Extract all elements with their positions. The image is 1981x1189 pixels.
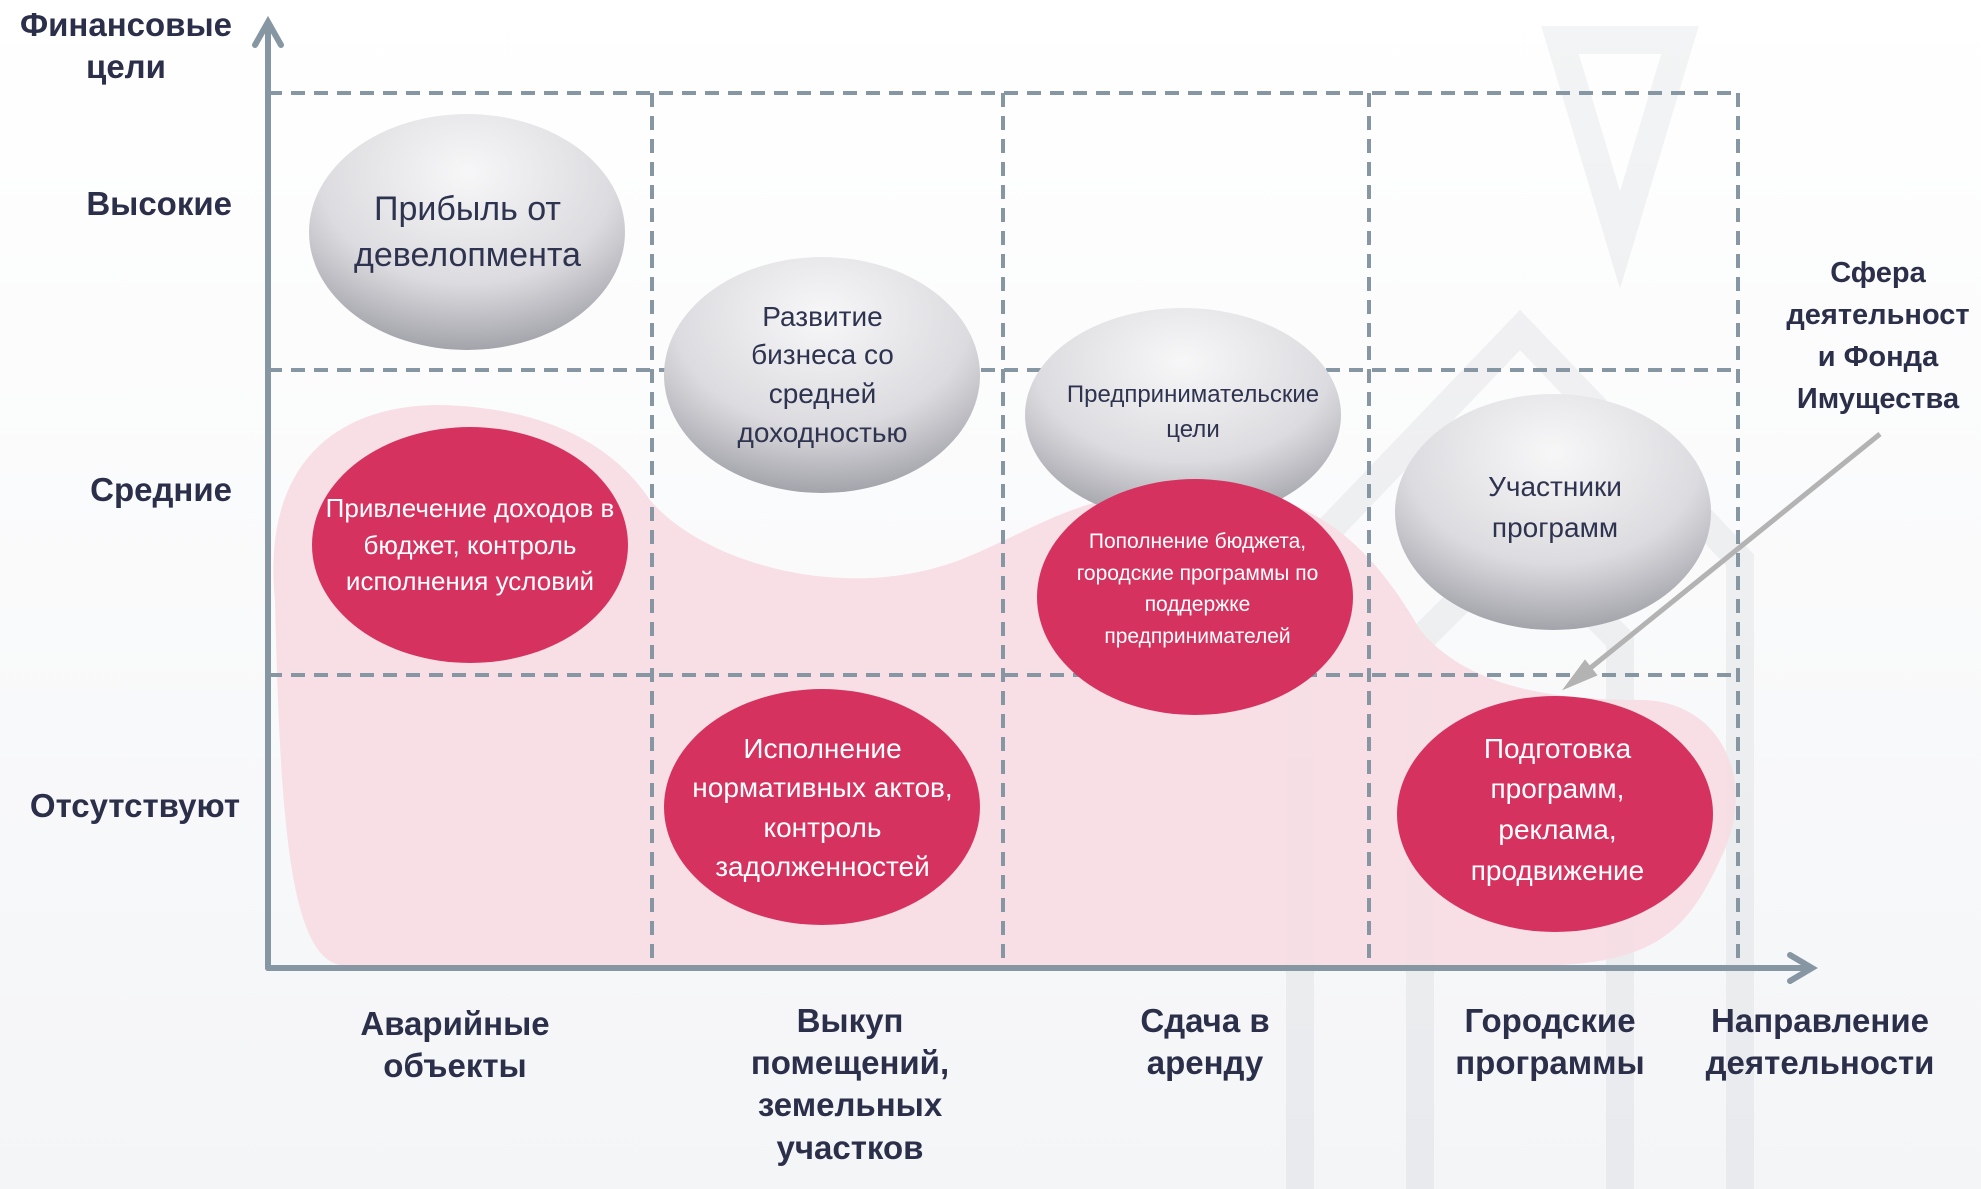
y-level-none: Отсутствуют <box>29 787 240 824</box>
bubble-programs-preparation-text: Подготовка программ, реклама, продвижени… <box>1470 732 1645 886</box>
bubble-budget-replenishment-text: Пополнение бюджета, городские программы … <box>1076 530 1319 648</box>
bubble-business-development <box>664 257 980 493</box>
bubble-normative-acts <box>664 689 980 925</box>
callout-arrow <box>1562 432 1882 691</box>
fund-sphere-label: Сфера деятельност и Фонда Имущества <box>1786 257 1970 416</box>
bubble-budget-income <box>312 427 628 663</box>
y-axis-arrowhead <box>252 15 284 48</box>
y-level-high: Высокие <box>86 185 232 222</box>
x-category-city-programs: Городские программы <box>1455 1002 1645 1082</box>
y-level-medium: Средние <box>90 471 232 508</box>
bubble-program-participants <box>1395 394 1711 630</box>
x-axis-title: Направление деятельности <box>1705 1002 1935 1082</box>
x-category-rent: Сдача в аренду <box>1140 1002 1270 1082</box>
bubble-profit-development <box>309 114 625 350</box>
x-axis-arrowhead <box>1787 952 1818 984</box>
fund-sphere-region <box>273 405 1736 965</box>
y-axis-title: Финансовые цели <box>19 6 232 86</box>
bubble-entrepreneurial-goals <box>1025 308 1341 522</box>
x-category-emergency: Аварийные объекты <box>360 1005 550 1085</box>
grid-lines <box>268 91 1740 968</box>
bubble-budget-replenishment <box>1037 479 1353 715</box>
bubble-entrepreneurial-goals-text: Предпринимательские цели <box>1066 380 1320 443</box>
bubble-budget-income-text: Привлечение доходов в бюджет, контроль и… <box>325 493 615 597</box>
bubble-normative-acts-text: Исполнение нормативных актов, контроль з… <box>692 733 953 882</box>
x-category-buyout: Выкуп помещений, земельных участков <box>750 1002 950 1166</box>
bubble-profit-development-text: Прибыль от девелопмента <box>354 189 581 274</box>
bubble-program-participants-text: Участники программ <box>1488 470 1622 543</box>
bubble-programs-preparation <box>1397 696 1713 932</box>
bubble-business-development-text: Развитие бизнеса со средней доходностью <box>737 300 908 448</box>
axes <box>252 15 1818 984</box>
